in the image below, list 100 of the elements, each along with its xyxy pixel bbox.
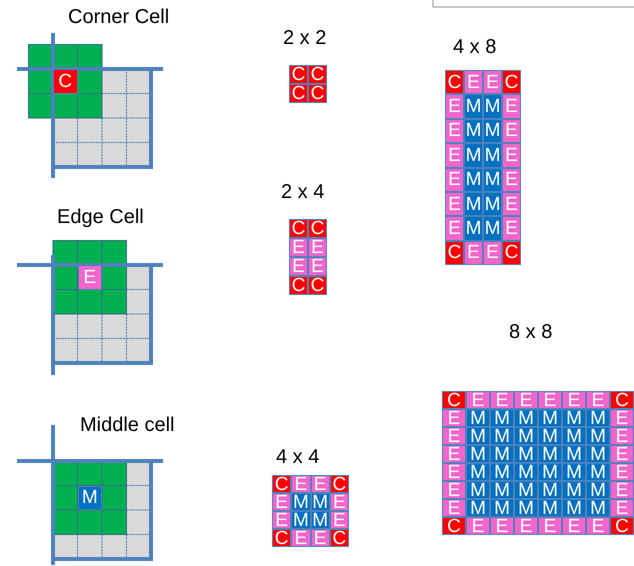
grid-cell: E <box>442 427 466 445</box>
grid-cell: C <box>308 65 327 84</box>
grid-cell: M <box>586 409 610 427</box>
grid-cell: E <box>330 493 349 511</box>
grid-cell: M <box>514 481 538 499</box>
grid-cell: M <box>464 216 483 241</box>
grid-cell: E <box>464 240 483 266</box>
grid-title: Corner Cell <box>68 6 170 29</box>
grid-cell: E <box>610 481 634 499</box>
grid-cell: M <box>586 499 610 517</box>
grid-cell: C <box>502 240 521 266</box>
grid-cell: E <box>445 118 464 144</box>
grid-cell: E <box>78 265 102 290</box>
grid-cell: E <box>502 143 521 168</box>
grid-cell: M <box>538 499 562 517</box>
grid-cell: M <box>562 481 586 499</box>
grid-cell: M <box>538 463 562 481</box>
grid-cell: M <box>464 168 483 192</box>
grid-cell: M <box>586 427 610 445</box>
grid-cell: E <box>308 238 327 257</box>
grid-cell: C <box>289 276 308 295</box>
grid-cell: C <box>289 219 308 238</box>
grid-cell: E <box>291 475 310 493</box>
grid-cell: E <box>490 391 514 409</box>
grid-cell: M <box>483 168 502 192</box>
grid-cell: E <box>610 463 634 481</box>
grid-cell: M <box>78 486 102 510</box>
grid-cell: M <box>466 481 490 499</box>
grid-cell: M <box>514 499 538 517</box>
grid-cell: C <box>502 70 521 94</box>
grid-cell: E <box>330 511 349 529</box>
grid-cell: M <box>466 445 490 463</box>
grid-cell: M <box>291 493 310 511</box>
grid-title: Edge Cell <box>57 206 144 229</box>
grid-cell: M <box>466 427 490 445</box>
grid-cell: M <box>514 445 538 463</box>
grid-title: Middle cell <box>80 414 174 437</box>
grid-cell: E <box>490 517 514 535</box>
grid-cell: E <box>502 168 521 192</box>
grid-cell: M <box>483 94 502 119</box>
grid-cell: C <box>53 69 78 94</box>
grid-cell: M <box>490 409 514 427</box>
grid-cell: E <box>514 517 538 535</box>
grid-cell: E <box>310 529 330 547</box>
grid-cell: E <box>610 499 634 517</box>
grid-cell: E <box>586 517 610 535</box>
grid-cell: C <box>289 84 308 103</box>
grid-cell: M <box>514 463 538 481</box>
grid-cell: C <box>308 84 327 103</box>
grid-cell: E <box>562 517 586 535</box>
grid-cell: E <box>445 143 464 168</box>
grid-cell: M <box>483 216 502 241</box>
grid-cell: M <box>466 409 490 427</box>
grid-cell: E <box>538 517 562 535</box>
grid-cell: C <box>445 70 464 94</box>
grid-cell: M <box>562 463 586 481</box>
grid-cell: C <box>272 475 292 493</box>
grid-cell: E <box>442 463 466 481</box>
grid-cell: E <box>483 240 502 266</box>
grid-cell: M <box>490 481 514 499</box>
grid-cell: M <box>464 94 483 119</box>
grid-title: 4 x 8 <box>453 36 496 59</box>
grid-cell: M <box>310 511 330 529</box>
grid-cell: E <box>310 475 330 493</box>
grid-title: 2 x 4 <box>281 181 324 204</box>
grid-cell: C <box>308 219 327 238</box>
grid-cell: E <box>442 409 466 427</box>
grid-cell: M <box>483 192 502 216</box>
grid-cell: E <box>610 427 634 445</box>
grid-cell: M <box>514 427 538 445</box>
grid-cell: E <box>502 216 521 241</box>
grid-cell: E <box>610 445 634 463</box>
grid-cell: M <box>586 481 610 499</box>
grid-cell: E <box>272 493 292 511</box>
grid-cell: M <box>586 445 610 463</box>
grid-title: 2 x 2 <box>283 27 326 50</box>
grid-cell: E <box>562 391 586 409</box>
grid-cell: C <box>330 475 349 493</box>
grid-cell: E <box>272 511 292 529</box>
grid-title: 4 x 4 <box>276 446 320 469</box>
grid-cell: M <box>538 481 562 499</box>
grid-cell: E <box>483 70 502 94</box>
grid-cell: M <box>538 409 562 427</box>
grid-cell: C <box>610 517 634 535</box>
grid-cell: E <box>464 70 483 94</box>
grid-cell: M <box>464 143 483 168</box>
grid-cell: M <box>562 427 586 445</box>
grid-cell: E <box>538 391 562 409</box>
grid-cell: M <box>466 463 490 481</box>
grid-cell: C <box>445 240 464 266</box>
grid-cell: E <box>610 409 634 427</box>
grid-cell: E <box>308 257 327 276</box>
grid-cell: C <box>442 517 466 535</box>
grid-cell: C <box>289 65 308 84</box>
grid-cell: E <box>289 257 308 276</box>
grid-cell: C <box>272 529 292 547</box>
grid-cell: M <box>490 445 514 463</box>
grid-cell: M <box>466 499 490 517</box>
grid-cell: M <box>586 463 610 481</box>
grid-cell: E <box>445 94 464 119</box>
